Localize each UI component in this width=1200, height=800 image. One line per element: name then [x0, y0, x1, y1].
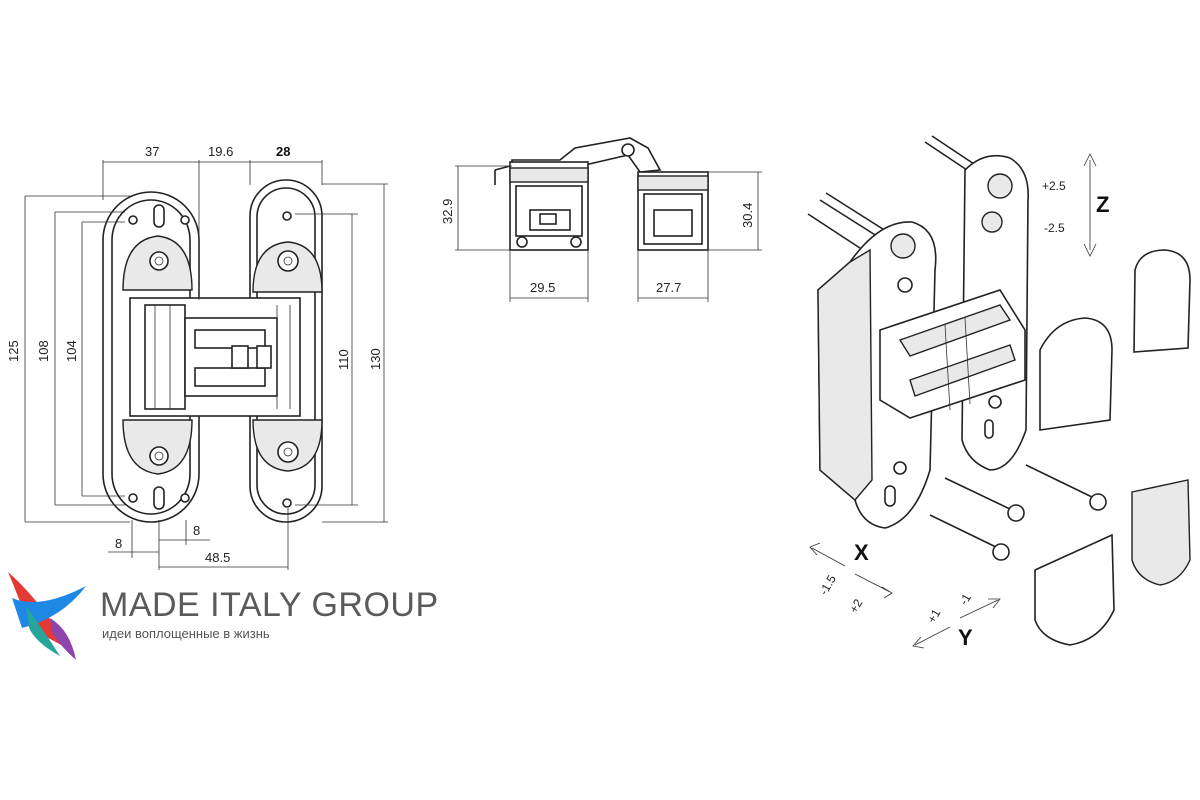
dim-125: 125	[6, 340, 21, 362]
dim-27-7: 27.7	[656, 280, 681, 295]
z-plus-value: +2.5	[1042, 179, 1066, 193]
z-minus-value: -2.5	[1044, 221, 1065, 235]
dim-32-9: 32.9	[440, 199, 455, 224]
cover-cap	[1039, 317, 1113, 431]
dim-108: 108	[36, 340, 51, 362]
dim-104: 104	[64, 340, 79, 362]
y-minus-value: -1	[956, 591, 974, 608]
front-view-hinge	[102, 179, 323, 523]
logo-title: MADE ITALY GROUP	[100, 586, 439, 624]
dim-8-left: 8	[115, 536, 122, 551]
front-view-dimensions: 37 19.6 28 125 108 104 110 130 8 8	[6, 144, 388, 570]
x-axis-label: X	[854, 540, 869, 565]
dim-29-5: 29.5	[530, 280, 555, 295]
logo-subtitle: идеи воплощенные в жизнь	[102, 626, 270, 641]
logo-swoosh-purple	[50, 618, 76, 660]
cover-caps	[1034, 249, 1191, 646]
dim-28: 28	[276, 144, 290, 159]
side-view-hinge	[494, 137, 709, 251]
z-axis-label: Z	[1096, 192, 1109, 217]
x-plus-value: +2	[846, 596, 865, 615]
logo-swoosh-teal	[26, 606, 60, 656]
dim-37: 37	[145, 144, 159, 159]
dim-130: 130	[368, 348, 383, 370]
cover-cap	[1131, 479, 1191, 586]
logo-mark	[8, 572, 86, 660]
dim-8-right: 8	[193, 523, 200, 538]
y-plus-value: +1	[924, 606, 943, 625]
isometric-hinge	[807, 135, 1107, 561]
x-minus-value: -1.5	[816, 572, 839, 597]
dim-48-5: 48.5	[205, 550, 230, 565]
dim-30-4: 30.4	[740, 203, 755, 228]
dim-110: 110	[336, 349, 351, 370]
dim-19-6: 19.6	[208, 144, 233, 159]
cover-cap	[1133, 249, 1191, 353]
y-axis-label: Y	[958, 625, 973, 650]
cover-cap	[1034, 533, 1115, 646]
side-view-dimensions: 32.9 30.4 29.5 27.7	[440, 165, 762, 302]
